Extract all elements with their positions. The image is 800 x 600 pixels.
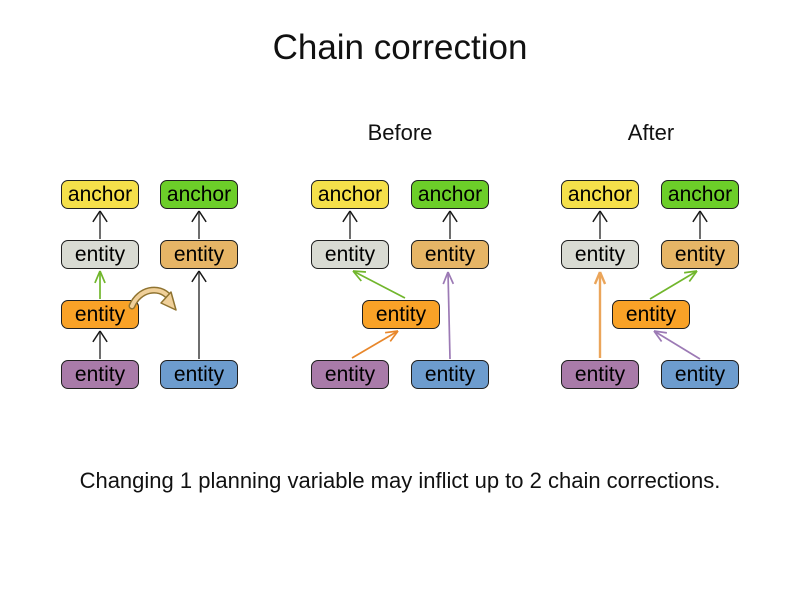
node-anchor-green: anchor <box>661 180 739 209</box>
arrowhead-dark <box>599 210 608 223</box>
arrow-green <box>352 270 406 299</box>
node-anchor-yellow: anchor <box>561 180 639 209</box>
arrowhead-orange <box>385 330 399 334</box>
arrowhead-dark <box>99 330 108 343</box>
caption: Changing 1 planning variable may inflict… <box>79 468 721 493</box>
node-anchor-yellow: anchor <box>311 180 389 209</box>
node-entity-gray: entity <box>561 240 639 269</box>
node-entity-orange: entity <box>612 300 690 329</box>
arrowhead-green <box>352 270 362 282</box>
arrowhead-dark <box>99 210 108 223</box>
arrowhead-tan <box>598 271 607 285</box>
node-entity-blue: entity <box>661 360 739 389</box>
move-arrow-head <box>160 291 177 311</box>
arrowhead-dark <box>449 210 458 223</box>
arrow-orange <box>351 330 399 359</box>
arrowhead-dark <box>349 210 358 223</box>
arrowhead-dark <box>692 210 701 223</box>
node-entity-orange: entity <box>61 300 139 329</box>
arrowhead-dark <box>191 210 200 223</box>
arrowhead-dark <box>442 210 451 223</box>
node-entity-tan: entity <box>160 240 238 269</box>
arrowhead-green <box>684 270 698 274</box>
arrowhead-orange <box>389 330 399 342</box>
arrow-purple <box>447 271 451 360</box>
node-entity-purple: entity <box>561 360 639 389</box>
arrow-green <box>649 270 698 300</box>
node-entity-purple: entity <box>61 360 139 389</box>
arrowhead-green <box>352 270 367 273</box>
arrowhead-dark <box>92 330 101 343</box>
arrowhead-dark <box>191 270 200 283</box>
arrowhead-dark <box>198 270 207 283</box>
node-entity-tan: entity <box>661 240 739 269</box>
arrowhead-purple <box>447 271 455 285</box>
node-anchor-green: anchor <box>411 180 489 209</box>
node-entity-tan: entity <box>411 240 489 269</box>
group-label-after: After <box>627 120 675 145</box>
arrowhead-dark <box>342 210 351 223</box>
node-entity-blue: entity <box>411 360 489 389</box>
node-anchor-yellow: anchor <box>61 180 139 209</box>
node-entity-gray: entity <box>61 240 139 269</box>
arrowhead-green <box>99 270 106 284</box>
arrowhead-purple <box>442 271 449 285</box>
arrowhead-purple <box>653 330 663 343</box>
group-label-before: Before <box>367 120 433 145</box>
arrowhead-purple <box>653 330 667 334</box>
arrowhead-green <box>94 270 101 284</box>
arrowhead-dark <box>592 210 601 223</box>
node-entity-blue: entity <box>160 360 238 389</box>
node-entity-gray: entity <box>311 240 389 269</box>
arrow-purple <box>653 330 701 360</box>
arrowhead-green <box>688 270 698 282</box>
page-title: Chain correction <box>272 28 528 67</box>
arrowhead-tan <box>593 271 602 285</box>
arrowhead-dark <box>198 210 207 223</box>
node-anchor-green: anchor <box>160 180 238 209</box>
node-entity-purple: entity <box>311 360 389 389</box>
node-entity-orange: entity <box>362 300 440 329</box>
arrowhead-dark <box>92 210 101 223</box>
arrowhead-dark <box>699 210 708 223</box>
